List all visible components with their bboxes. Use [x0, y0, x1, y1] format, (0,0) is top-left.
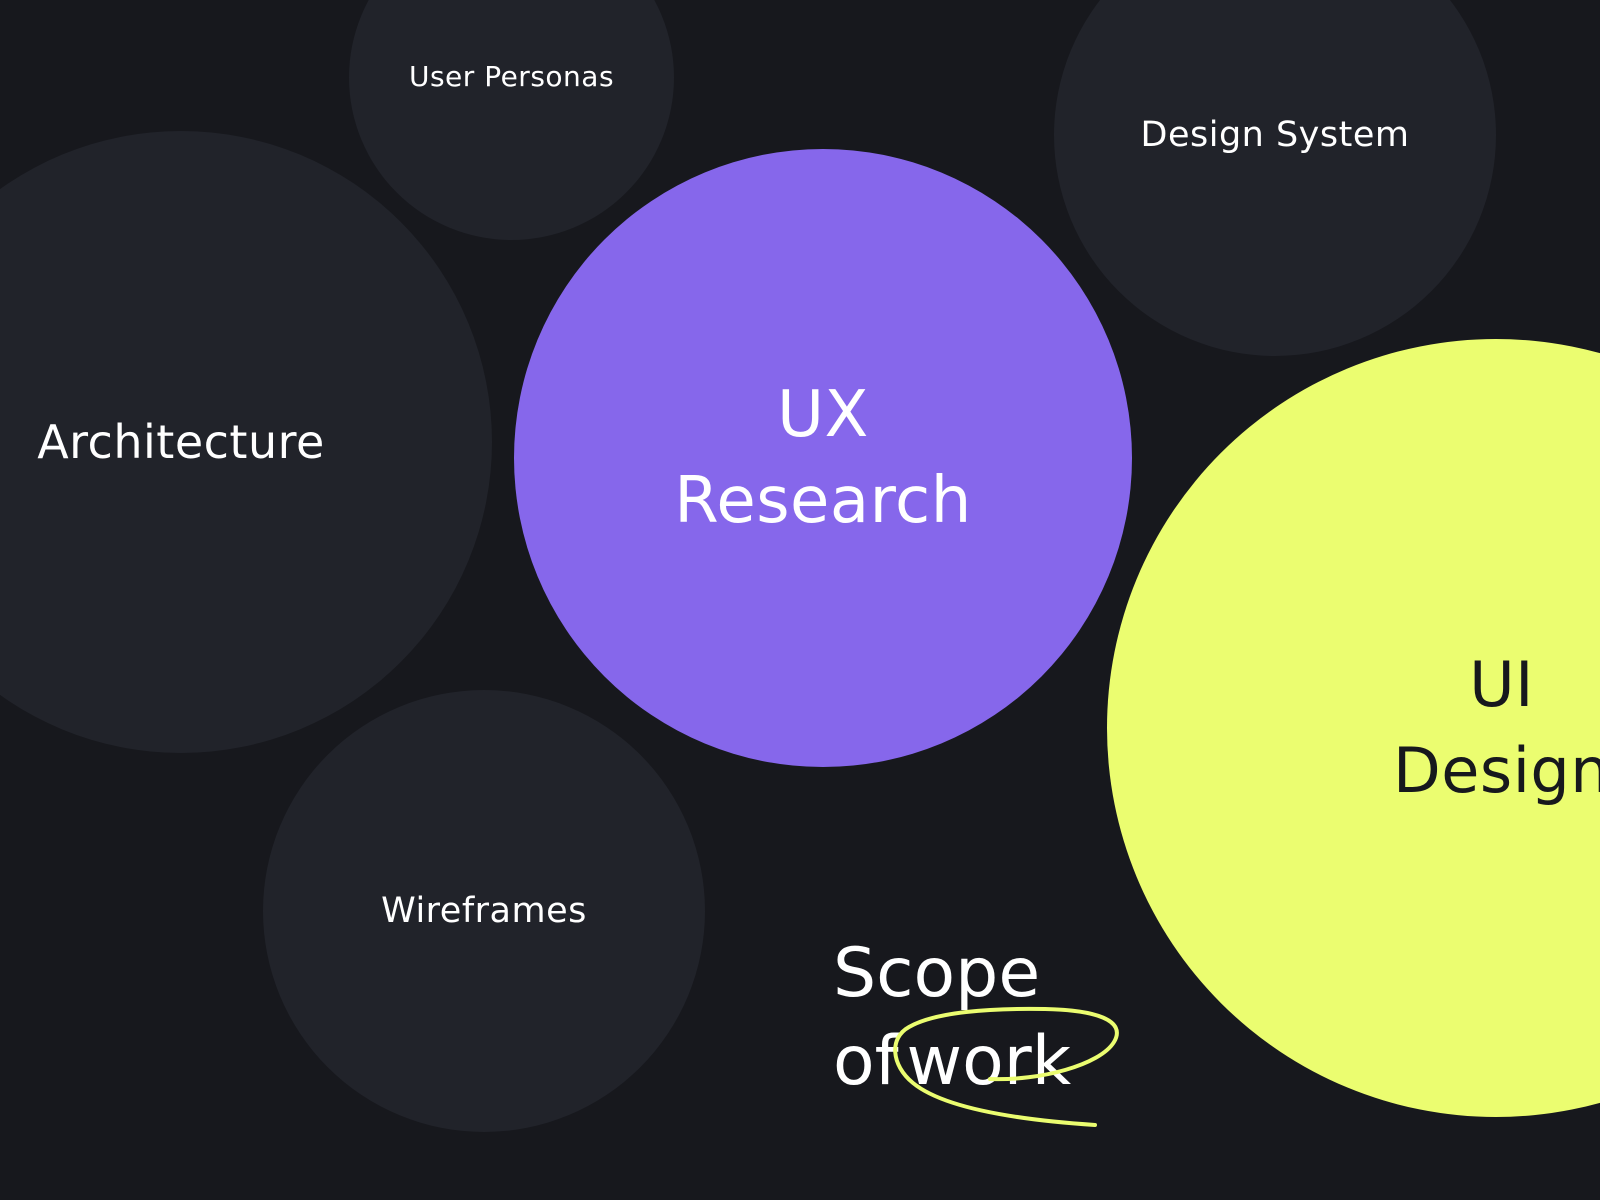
architecture-bubble: Architecture: [0, 131, 492, 753]
user-personas-label: User Personas: [408, 60, 615, 94]
ui-design-bubble: UI Design: [1107, 339, 1600, 1117]
scope-caption-of: of: [833, 1022, 899, 1101]
design-system-label: Design System: [1140, 114, 1410, 155]
architecture-label: Architecture: [37, 414, 325, 469]
ux-research-label: UX Research: [674, 377, 972, 538]
wireframes-bubble: Wireframes: [263, 690, 705, 1132]
ui-design-label: UI Design: [1393, 648, 1600, 807]
design-system-bubble: Design System: [1054, 0, 1496, 356]
scope-caption-work: work: [906, 1022, 1072, 1101]
swoosh-stroke: [893, 1006, 1119, 1127]
ux-research-bubble: UX Research: [514, 149, 1132, 767]
hand-drawn-ellipse-icon: [893, 1006, 1119, 1127]
wireframes-label: Wireframes: [381, 890, 587, 931]
user-personas-bubble: User Personas: [349, 0, 674, 240]
scope-caption-line1: Scope: [833, 934, 1041, 1013]
